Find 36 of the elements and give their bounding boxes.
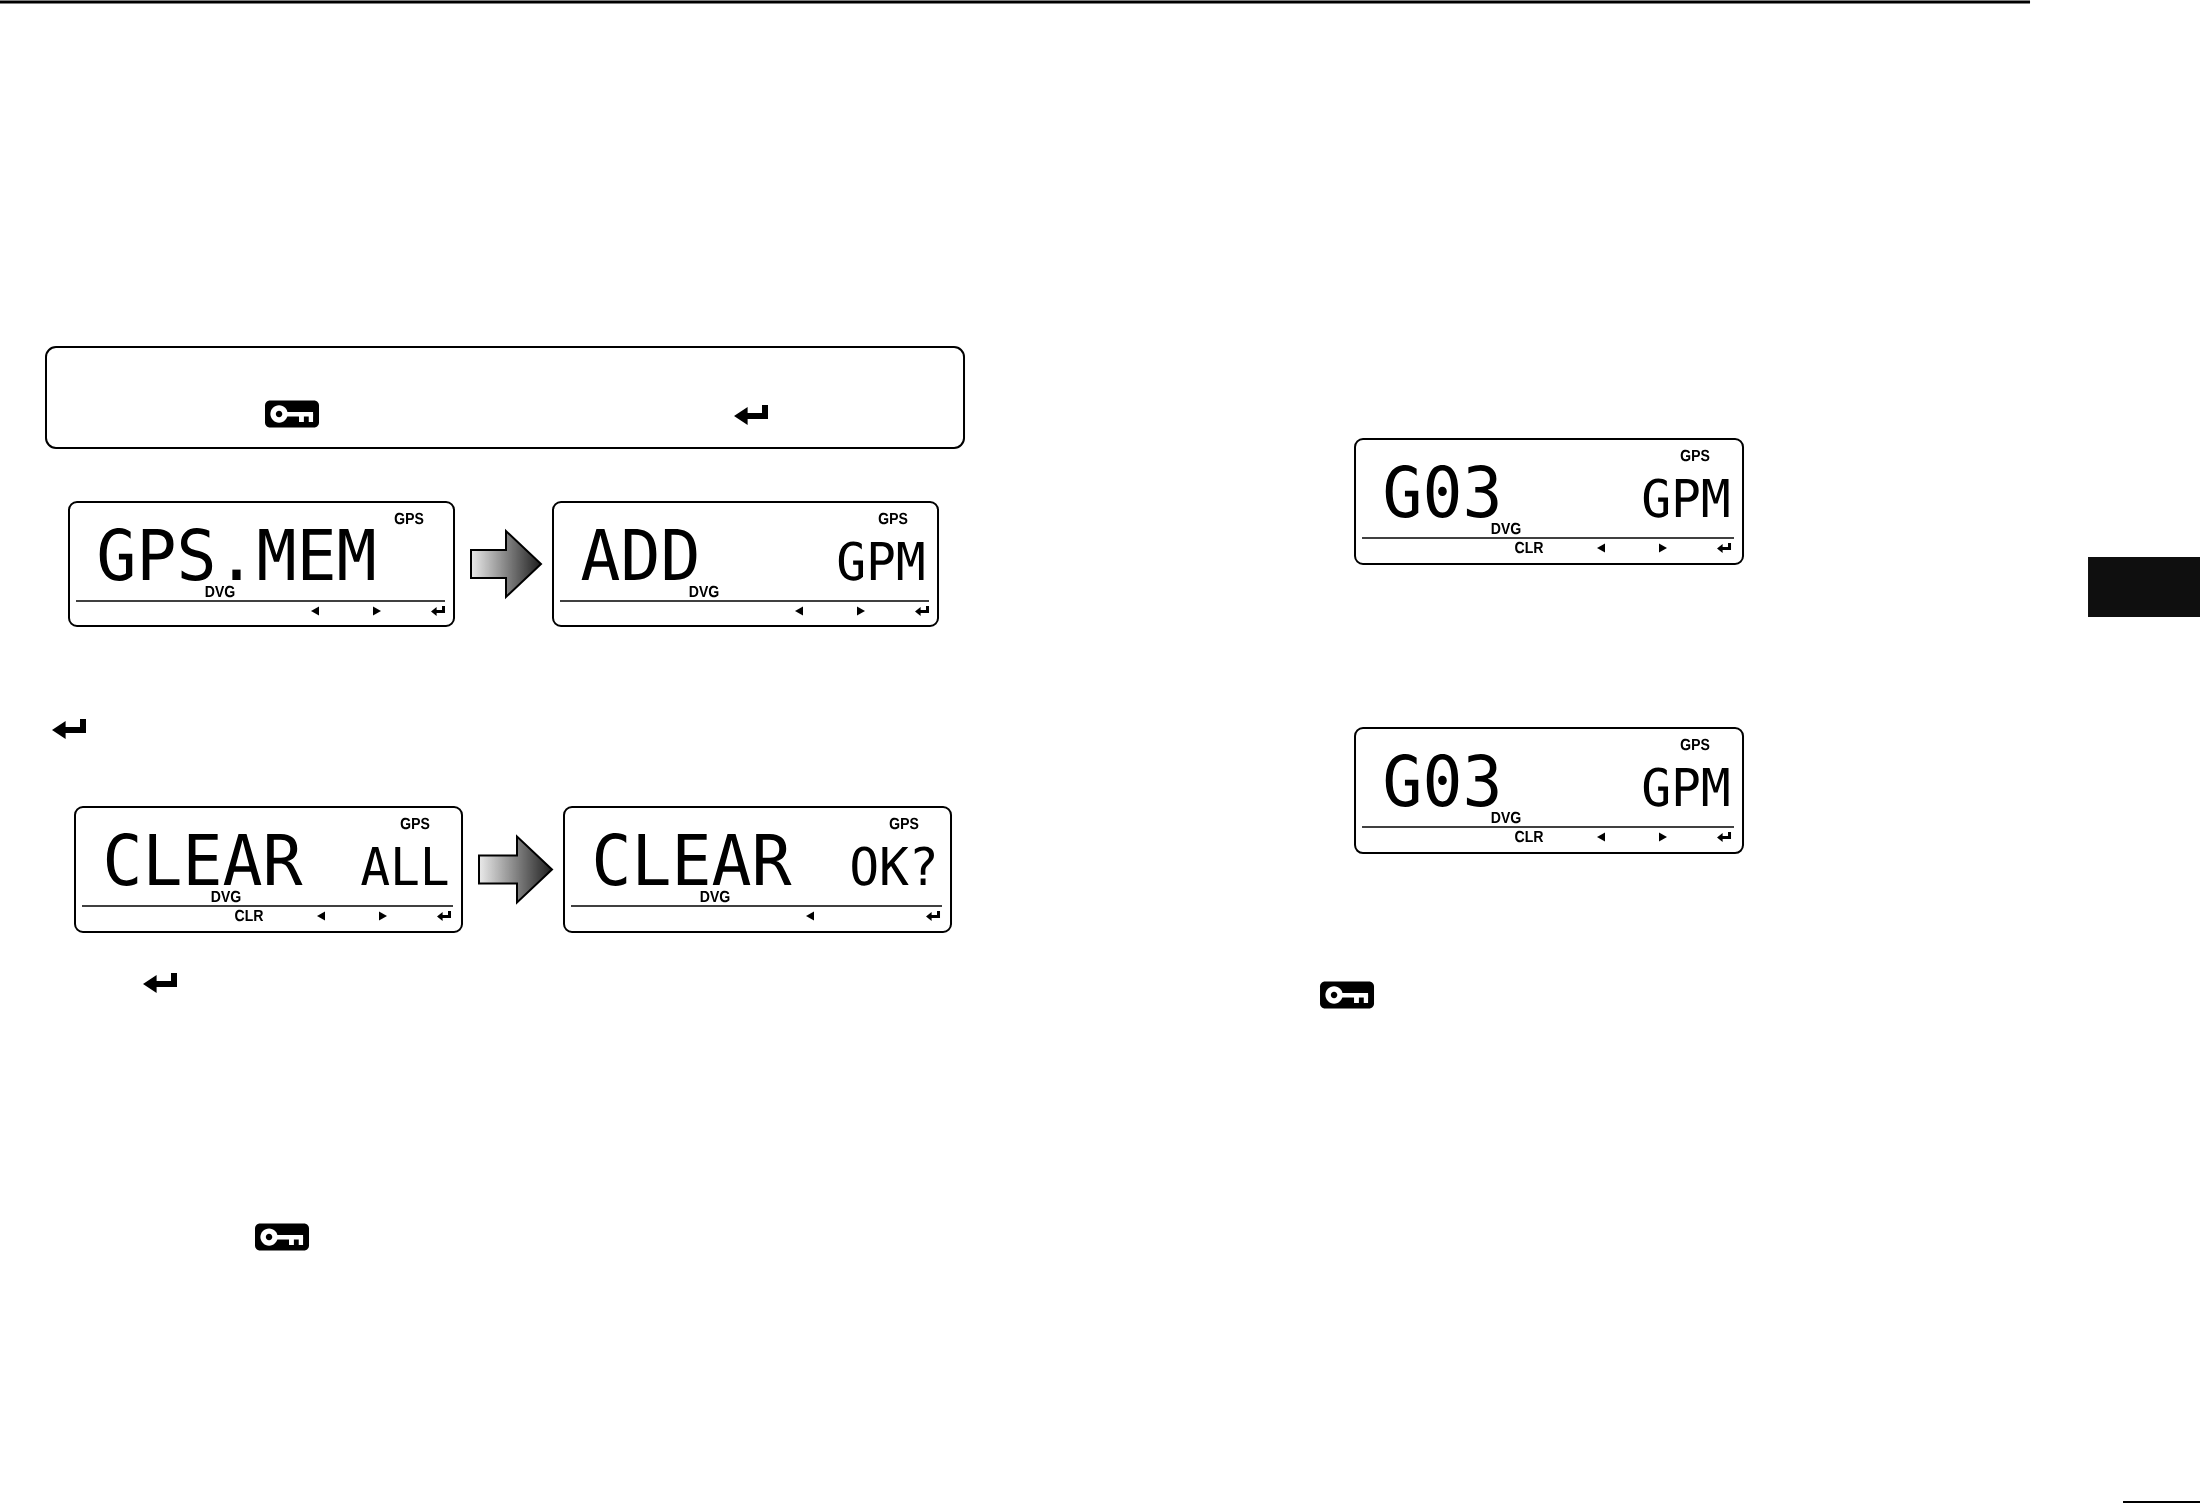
- segment-text: G03: [1385, 754, 1498, 807]
- indicator-label: DVG: [205, 585, 235, 598]
- segment-text: G03: [1385, 465, 1498, 518]
- lcd-screen: [1354, 727, 1744, 854]
- indicator-label: GPS: [889, 817, 919, 830]
- segment-text: ADD: [581, 528, 697, 580]
- segment-text: OK?: [852, 846, 934, 886]
- instruction-box: [45, 346, 965, 449]
- block-arrow: [470, 528, 543, 600]
- segment-text: CLEAR: [595, 833, 792, 886]
- lcd-screen: [74, 806, 463, 933]
- indicator-label: GPS: [878, 512, 908, 525]
- lcd-screen: [1354, 438, 1744, 565]
- segment-text: ALL: [361, 847, 448, 885]
- softkey-label: CLR: [1515, 541, 1544, 554]
- softkey-label: CLR: [235, 909, 264, 922]
- indicator-label: DVG: [689, 585, 719, 598]
- indicator-label: GPS: [394, 512, 424, 525]
- indicator-label: DVG: [1491, 522, 1521, 535]
- segment-text: GPM: [1643, 767, 1729, 807]
- segment-text: GPM: [1643, 478, 1729, 518]
- section-tab: [2088, 557, 2200, 617]
- segment-text: CLEAR: [106, 833, 303, 886]
- segment-text: GPS.MEM: [99, 528, 374, 581]
- indicator-label: GPS: [1680, 738, 1710, 751]
- segment-text: GPM: [838, 541, 924, 581]
- lcd-screen: [552, 501, 939, 627]
- indicator-label: DVG: [700, 890, 730, 903]
- indicator-label: GPS: [400, 817, 430, 830]
- lcd-screen: [68, 501, 455, 627]
- indicator-label: GPS: [1680, 449, 1710, 462]
- softkey-label: CLR: [1515, 830, 1544, 843]
- indicator-label: DVG: [211, 890, 241, 903]
- block-arrow: [478, 834, 554, 905]
- lcd-screen: [563, 806, 952, 933]
- indicator-label: DVG: [1491, 811, 1521, 824]
